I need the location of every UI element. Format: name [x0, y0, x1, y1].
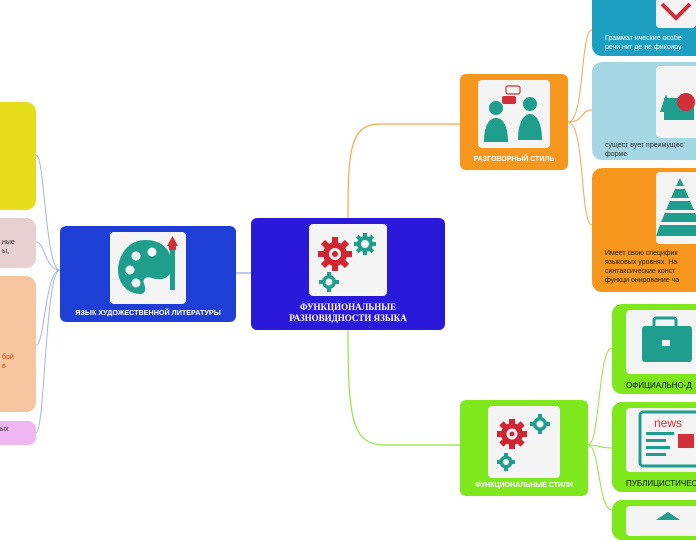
palette-card	[110, 232, 186, 304]
left-pink-text-1: ные	[2, 239, 15, 246]
conv-child-grammar-node[interactable]: Граммат ические особе речи ниг де не фик…	[592, 0, 696, 56]
connector-lines	[35, 29, 613, 511]
left-violet-node[interactable]: ых	[0, 421, 36, 445]
left-pink-text-2: ы,	[2, 248, 9, 255]
official-style-node[interactable]: ОФИЦИАЛЬНО-Д	[612, 304, 696, 394]
official-style-card	[626, 310, 696, 374]
conv-child-oral-card	[656, 66, 696, 138]
publicistic-style-node[interactable]: news ПУБЛИЦИСТИЧЕС	[612, 402, 696, 492]
conv-child-oral-node[interactable]: сущест вует преимущес форме	[592, 62, 696, 160]
left-peach-node[interactable]: бой в	[0, 276, 36, 412]
book-icon	[656, 512, 680, 520]
left-peach-text-1: бой	[2, 354, 14, 361]
newspaper-icon: news	[638, 410, 696, 468]
literature-language-node[interactable]: ЯЗЫК ХУДОЖЕСТВЕННОЙ ЛИТЕРАТУРЫ	[60, 226, 236, 322]
third-style-node[interactable]	[612, 500, 696, 540]
third-style-card	[626, 506, 696, 536]
conv-child-grammar-text-1: Граммат ические особе	[605, 35, 682, 42]
conversational-style-node[interactable]: РАЗГОВОРНЫЙ СТИЛЬ	[460, 74, 568, 170]
publicistic-style-card: news	[626, 408, 696, 472]
central-title-line2: РАЗНОВИДНОСТИ ЯЗЫКА	[289, 313, 407, 323]
grammar-icon	[660, 2, 692, 21]
functional-styles-label: ФУНКЦИОНАЛЬНЫЕ СТИЛИ	[475, 482, 573, 489]
people-talking-icon	[484, 85, 542, 142]
functional-styles-card	[488, 406, 560, 478]
functional-styles-node[interactable]: ФУНКЦИОНАЛЬНЫЕ СТИЛИ	[460, 400, 588, 496]
conv-child-specific-text-1: Имеет свою специфик	[605, 250, 678, 257]
briefcase-icon	[642, 316, 692, 362]
conv-child-grammar-text-2: речи ниг де не фиксиру	[605, 44, 682, 51]
conv-child-specific-text-2: языковых уровнях. На	[605, 259, 678, 266]
conv-child-oral-text-2: форме	[605, 151, 628, 158]
pyramid-icon	[656, 178, 696, 236]
central-title-line1: ФУНКЦИОНАЛЬНЫЕ	[299, 302, 397, 312]
conv-child-specific-text-3: синтаксические конст	[605, 268, 676, 275]
conversational-style-label: РАЗГОВОРНЫЙ СТИЛЬ	[473, 156, 555, 163]
gears-icon-small	[497, 414, 550, 471]
left-violet-text: ых	[0, 426, 9, 433]
gears-icon	[318, 233, 376, 292]
newspaper-news-text: news	[654, 416, 682, 430]
official-style-label: ОФИЦИАЛЬНО-Д	[626, 381, 692, 390]
palette-icon	[118, 236, 178, 294]
left-yellow-node[interactable]	[0, 102, 36, 210]
central-gears-card	[309, 224, 387, 296]
conv-child-specific-card	[656, 172, 696, 244]
conversation-card	[478, 80, 550, 148]
left-pink-node[interactable]: ные ы,	[0, 218, 36, 268]
conv-child-oral-text-1: сущест вует преимущес	[605, 142, 683, 149]
conv-child-specific-node[interactable]: Имеет свою специфик языковых уровнях. На…	[592, 168, 696, 292]
left-peach-text-2: в	[2, 363, 6, 370]
publicistic-style-label: ПУБЛИЦИСТИЧЕС	[626, 479, 696, 488]
literature-language-label: ЯЗЫК ХУДОЖЕСТВЕННОЙ ЛИТЕРАТУРЫ	[75, 308, 221, 317]
conv-child-specific-text-4: функци онирование ча	[605, 277, 680, 284]
speaker-icon	[660, 93, 695, 120]
central-node[interactable]: ФУНКЦИОНАЛЬНЫЕ РАЗНОВИДНОСТИ ЯЗЫКА	[251, 218, 445, 330]
conv-child-grammar-card	[656, 0, 696, 28]
